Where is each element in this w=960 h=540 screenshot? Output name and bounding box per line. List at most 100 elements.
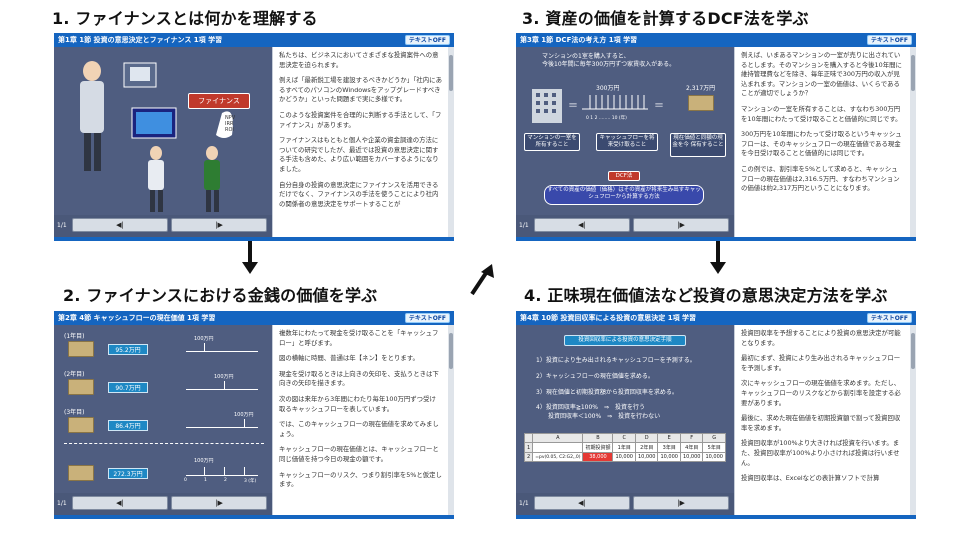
- table-row: A B C D E F G: [523, 433, 726, 443]
- present-value-badge: 272.3万円: [108, 468, 148, 479]
- text-off-button[interactable]: テキストOFF: [866, 35, 912, 45]
- lesson-header: 第4章 10節 投資回収率による投資の意思決定 1項 学習: [516, 311, 916, 325]
- lesson-text: 例えば、いまあるマンションの一室が売りに出されているとします。そのマンションを購…: [734, 47, 910, 237]
- present-value-badge: 90.7万円: [108, 382, 148, 393]
- nav-bar: 1/1 ◀| |▶: [54, 493, 272, 515]
- next-button[interactable]: |▶: [171, 218, 267, 232]
- procedure-step: 1）投資により生み出されるキャッシュフローを予測する。: [536, 357, 696, 364]
- paragraph: 複数年にわたって現金を受け取ることを「キャッシュフロー」と呼びます。: [279, 329, 439, 347]
- year-label: (3年目): [64, 409, 85, 416]
- paragraph: キャッシュフローのリスク、つまり割引率を5%と仮定します。: [279, 470, 442, 489]
- table-cell: [532, 442, 584, 453]
- lesson-header: 第2章 4節 キャッシュフローの現在価値 1項 学習: [54, 311, 454, 325]
- formula-cell[interactable]: =pv(0.05, C2:G2,,0): [532, 452, 584, 462]
- footer-bar: [516, 515, 916, 519]
- illustration-area: ファイナンス NPV IRR ROI: [54, 47, 272, 237]
- money-icon: [68, 417, 94, 433]
- prev-button[interactable]: ◀|: [534, 218, 630, 232]
- dcf-label: DCF法: [608, 171, 640, 181]
- table-cell: 38,000: [582, 452, 614, 462]
- paragraph: このような投資案件を合理的に判断する手法として、「ファイナンス」があります。: [279, 110, 442, 129]
- table-cell: 1: [523, 442, 534, 453]
- cashflow-arrow: [204, 467, 205, 475]
- timeline: [186, 475, 258, 476]
- paragraph: 例えば、いまあるマンションの一室が売りに出されているとします。そのマンションを購…: [741, 51, 902, 98]
- scroll-thumb[interactable]: [911, 333, 915, 369]
- nav-bar: 1/1 ◀| |▶: [54, 215, 272, 237]
- scrollbar[interactable]: [448, 325, 454, 515]
- procedure-step: 3）現在価値と初期投資額から投資回収率を求める。: [536, 389, 678, 396]
- down-arrow-icon: [710, 240, 726, 274]
- next-button[interactable]: |▶: [171, 496, 267, 510]
- year-label: (2年目): [64, 371, 85, 378]
- axis-label: 3 (年): [244, 479, 257, 484]
- money-icon: [68, 465, 94, 481]
- procedure-title: 投資回収率による投資の意思決定手順: [564, 335, 686, 346]
- text-off-button[interactable]: テキストOFF: [866, 313, 912, 323]
- page-indicator: 1/1: [519, 500, 529, 507]
- dcf-definition: すべての資産の価値（価格）はその資産が将来生み出すキャッシュフローから計算する方…: [544, 185, 704, 205]
- lesson-text: 複数年にわたって現金を受け取ることを「キャッシュフロー」と呼びます。 図の横軸に…: [272, 325, 448, 515]
- scroll-thumb[interactable]: [449, 55, 453, 91]
- business-people-illustration: [80, 61, 233, 212]
- table-row: 1 初期投資額 1年目 2年目 3年目 4年目 5年目: [523, 442, 726, 453]
- scroll-thumb[interactable]: [449, 333, 453, 369]
- paragraph: 300万円を10年間にわたって受け取るというキャッシュフローは、そのキャッシュフ…: [741, 130, 902, 158]
- concept-box: マンションの一室を所有すること: [524, 133, 580, 151]
- money-icon: [68, 379, 94, 395]
- text-off-button[interactable]: テキストOFF: [404, 313, 450, 323]
- money-icon: [68, 341, 94, 357]
- scenario-text: マンションの1室を購入すると、 今後10年間に毎年300万円ずつ家賃収入がある。: [542, 53, 676, 68]
- paragraph: 投資回収率が100%より大きければ投資を行います。また、投資回収率が100%より…: [741, 439, 900, 467]
- table-cell: 10,000: [702, 452, 726, 462]
- scrollbar[interactable]: [448, 47, 454, 237]
- paragraph: キャッシュフローの現在価値とは、キャッシュフローと同じ価値を持つ今日の現金の額で…: [279, 445, 439, 463]
- procedure-step: 4）投資回収率≧100% ⇒ 投資を行う 投資回収率＜100% ⇒ 投資を行わな…: [536, 404, 661, 420]
- lesson-header: 第3章 1節 DCF法の考え方 1項 学習: [516, 33, 916, 47]
- table-cell: B: [582, 433, 614, 443]
- scrollbar[interactable]: [910, 47, 916, 237]
- table-cell: C: [612, 433, 636, 443]
- equals-sign: ＝: [568, 101, 578, 112]
- paragraph: 次にキャッシュフローの現在価値を求めます。ただし、キャッシュフローのリスクなどか…: [741, 379, 901, 407]
- table-cell: 4年目: [679, 442, 704, 453]
- prev-button[interactable]: ◀|: [72, 218, 168, 232]
- divider: [64, 443, 264, 444]
- lesson-screen-4: 第4章 10節 投資回収率による投資の意思決定 1項 学習 テキストOFF 投資…: [516, 311, 916, 519]
- table-cell: 2: [523, 452, 534, 462]
- cashflow-label: 300万円: [596, 85, 620, 92]
- page-indicator: 1/1: [57, 222, 67, 229]
- table-cell: A: [532, 433, 584, 443]
- text-off-button[interactable]: テキストOFF: [404, 35, 450, 45]
- scrollbar[interactable]: [910, 325, 916, 515]
- axis-label: 1: [204, 478, 207, 483]
- scroll-thumb[interactable]: [911, 55, 915, 91]
- section-title-4: 4. 正味現在価値法など投資の意思決定方法を学ぶ: [524, 286, 888, 305]
- concept-box: 現在価値と同額の現金を今 保有すること: [670, 133, 726, 157]
- table-cell: D: [634, 433, 659, 443]
- paragraph: この例では、割引率を5%として求めると、キャッシュフローの現在価値は2,316.…: [741, 164, 900, 193]
- table-cell: 10,000: [634, 452, 659, 462]
- procedure-step: 2）キャッシュフローの現在価値を求める。: [536, 373, 654, 380]
- cashflow-arrows-icon: [582, 95, 648, 110]
- timeline: [186, 427, 258, 428]
- table-cell: [523, 433, 534, 443]
- table-cell: 2年目: [634, 442, 659, 453]
- next-button[interactable]: |▶: [633, 218, 729, 232]
- table-cell: E: [657, 433, 681, 443]
- cashflow-arrow: [204, 343, 205, 351]
- footer-bar: [516, 237, 916, 241]
- next-button[interactable]: |▶: [633, 496, 729, 510]
- paragraph: ファイナンスはもともと個人や企業の資金調達の方法についての研究でしたが、最近では…: [279, 136, 439, 173]
- prev-button[interactable]: ◀|: [534, 496, 630, 510]
- lesson-screen-3: 第3章 1節 DCF法の考え方 1項 学習 テキストOFF マンションの1室を購…: [516, 33, 916, 241]
- cashflow-arrow: [244, 419, 245, 427]
- paragraph: マンションの一室を所有することは、すなわち300万円を10年間にわたって受け取る…: [741, 104, 902, 123]
- paragraph: 次の図は来年から3年間にわたり毎年100万円ずつ受け取るキャッシュフローを表して…: [279, 394, 436, 413]
- metrics-bubble: NPV IRR ROI: [225, 115, 236, 133]
- down-arrow-icon: [242, 240, 258, 274]
- illustration-area: マンションの1室を購入すると、 今後10年間に毎年300万円ずつ家賃収入がある。…: [516, 47, 734, 237]
- axis-label: 0: [184, 478, 187, 483]
- prev-button[interactable]: ◀|: [72, 496, 168, 510]
- nav-bar: 1/1 ◀| |▶: [516, 493, 734, 515]
